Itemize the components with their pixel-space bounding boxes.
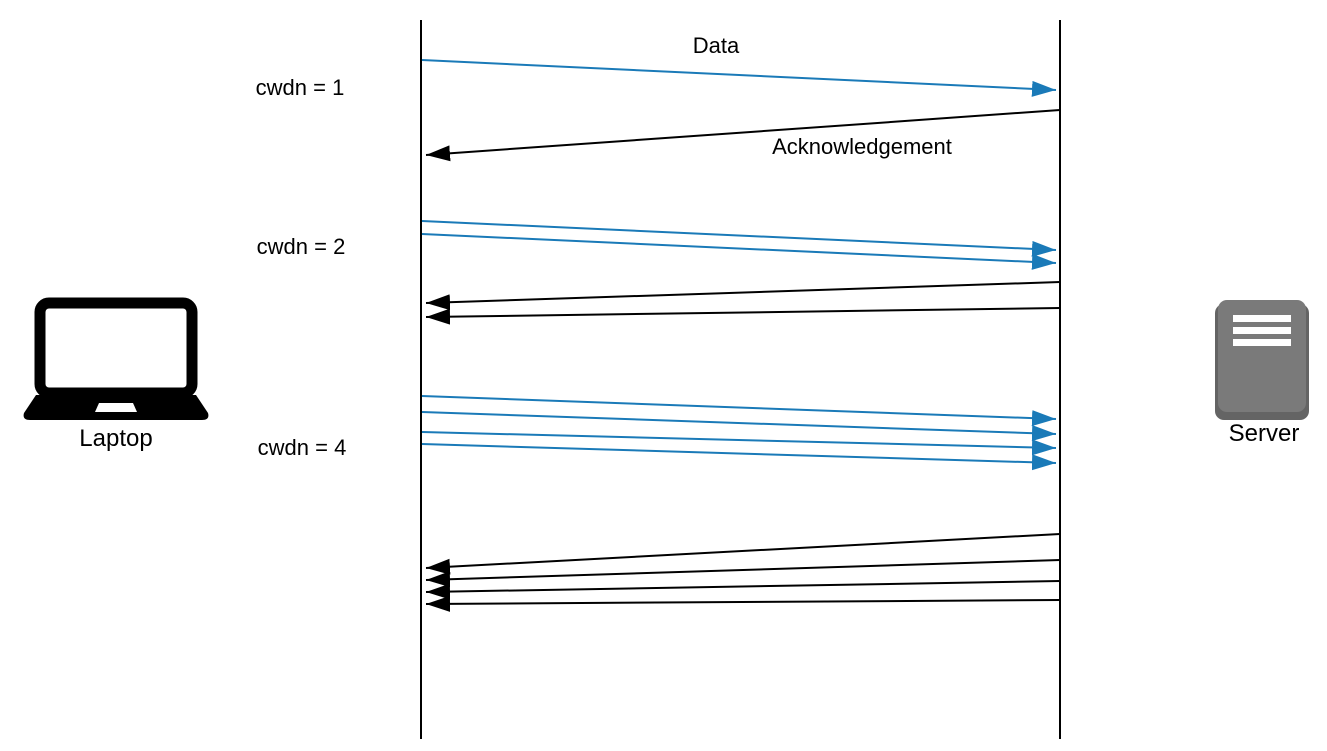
cwdn-4-label: cwdn = 4	[257, 435, 347, 460]
ack-arrow-round-1	[425, 109, 1061, 162]
server-label: Server	[1228, 420, 1300, 447]
ack-arrow-round-2	[425, 307, 1061, 325]
laptop-notch	[95, 403, 137, 412]
data-arrow-round-2	[421, 233, 1057, 270]
data-arrow-round-2	[421, 220, 1057, 257]
data-arrow-round-1	[421, 59, 1057, 97]
laptop-screen	[34, 297, 198, 399]
data-arrow-round-3	[421, 395, 1057, 427]
ack-arrow-round-3	[425, 559, 1061, 588]
cwdn-1-label: cwdn = 1	[255, 75, 345, 100]
laptop-icon	[23, 297, 209, 420]
data-arrow-round-3	[421, 411, 1057, 442]
cwdn-2-label: cwdn = 2	[256, 234, 346, 259]
ack-arrow-round-3	[425, 533, 1061, 575]
acknowledgement-label: Acknowledgement	[772, 134, 952, 159]
data-arrow-round-3	[421, 443, 1057, 471]
ack-arrow-round-2	[425, 281, 1061, 311]
server-slot-2	[1233, 327, 1291, 334]
server-icon	[1215, 300, 1309, 420]
ack-arrow-round-3	[425, 580, 1061, 600]
data-arrow-round-3	[421, 431, 1057, 456]
laptop-label: Laptop	[79, 425, 153, 452]
server-slot-3	[1233, 339, 1291, 346]
ack-arrow-round-3	[425, 595, 1061, 612]
server-slot-1	[1233, 315, 1291, 322]
data-label: Data	[692, 33, 740, 58]
